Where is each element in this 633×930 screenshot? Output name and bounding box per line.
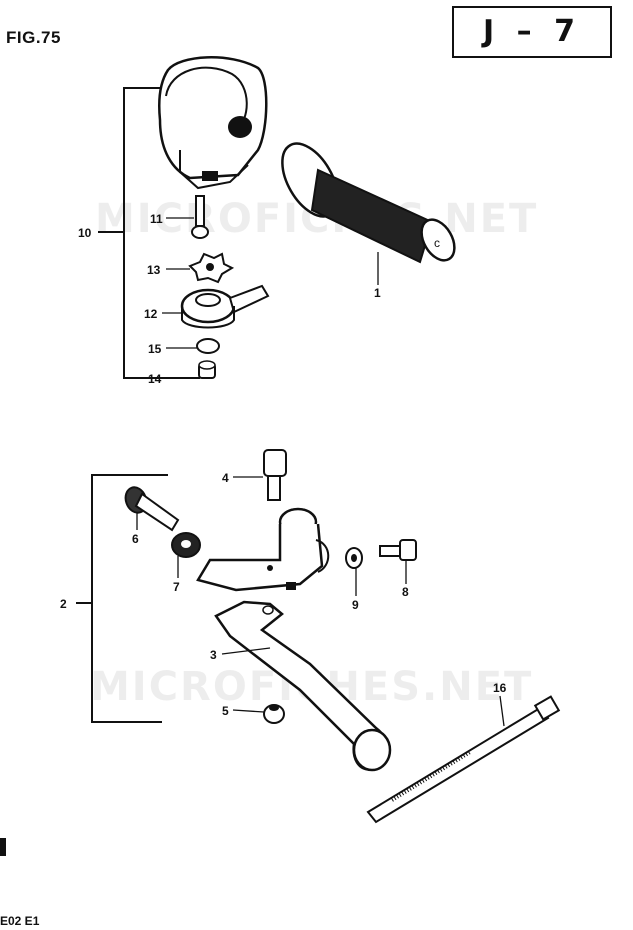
callout-5: 5 [222, 704, 229, 718]
screw-part-11 [191, 195, 209, 239]
figure-label: FIG.75 [6, 28, 61, 47]
washer-part-9 [345, 547, 363, 569]
callout-4: 4 [222, 471, 229, 485]
nut-part-14 [198, 360, 216, 379]
callout-15: 15 [148, 342, 162, 356]
model-code-footer: E02 E1 [0, 914, 40, 928]
handle-grip-part: c [281, 142, 456, 264]
lock-washer-part-13 [188, 252, 235, 284]
lever-holder-body [196, 507, 330, 592]
callout-10: 10 [78, 226, 92, 240]
callout-2: 2 [60, 597, 67, 611]
page-code-box: J – 7 [452, 6, 612, 58]
callout-11: 11 [150, 212, 163, 226]
callout-13: 13 [147, 263, 161, 277]
callout-6: 6 [132, 532, 139, 546]
throttle-housing-part [158, 56, 268, 190]
svg-text:c: c [434, 236, 440, 250]
bolt-part-8 [379, 539, 417, 561]
pivot-bolt-part-4 [263, 449, 287, 501]
callout-leader-lines [136, 217, 505, 727]
callout-1: 1 [374, 286, 381, 300]
lock-nut-part-7 [171, 532, 201, 558]
callout-9: 9 [352, 598, 359, 612]
washer-part-15 [196, 338, 220, 354]
callout-7: 7 [173, 580, 180, 594]
cable-tie-part-16 [366, 695, 561, 824]
group-bracket-10 [98, 87, 200, 379]
cap-nut-part-5 [263, 704, 285, 724]
callout-3: 3 [210, 648, 217, 662]
adjuster-screw-part-6 [124, 486, 180, 532]
callout-16: 16 [493, 681, 507, 695]
group-bracket-2 [76, 474, 168, 723]
callout-8: 8 [402, 585, 409, 599]
margin-mark [0, 838, 6, 856]
callout-14: 14 [148, 372, 162, 386]
cable-guide-part-12 [180, 284, 270, 329]
callout-12: 12 [144, 307, 158, 321]
lever-part-3 [214, 600, 392, 772]
